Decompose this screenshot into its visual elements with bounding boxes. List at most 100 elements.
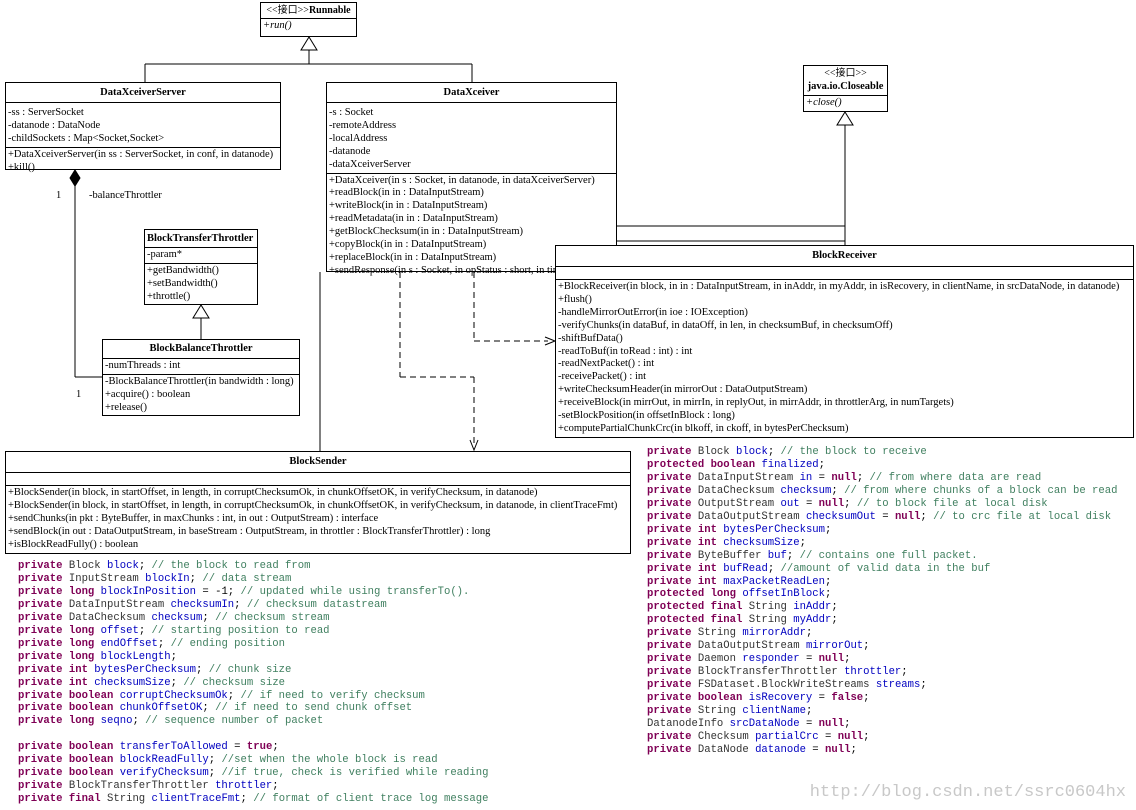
- code-token: ;: [170, 676, 184, 689]
- code-token: InputStream: [68, 572, 146, 585]
- code-token: ;: [805, 627, 813, 640]
- code-token: ;: [138, 624, 152, 637]
- code-token: ;: [920, 679, 927, 692]
- code-token: private long: [18, 585, 101, 598]
- code-token: myAddr: [793, 614, 832, 627]
- code-token: Block: [697, 446, 737, 458]
- code-token: ;: [202, 702, 216, 715]
- code-token: bufRead: [723, 562, 768, 575]
- code-line: private DataChecksum checksum; // checks…: [18, 612, 489, 625]
- code-line: private boolean chunkOffsetOK; // if nee…: [18, 702, 489, 715]
- receiver-method: +receiveBlock(in mirrOut, in mirrIn, in …: [558, 397, 954, 409]
- balance-method: +acquire() : boolean: [105, 388, 191, 400]
- sender-method: +sendBlock(in out : DataOutputStream, in…: [8, 525, 491, 537]
- code-token: bytesPerChecksum: [94, 663, 197, 676]
- code-line: private int maxPacketReadLen;: [647, 576, 1117, 589]
- blocktransferthrottler-class: BlockTransferThrottler -param* +getBandw…: [144, 229, 258, 305]
- code-line: private long endOffset; // ending positi…: [18, 638, 489, 651]
- server-method: +kill(): [8, 161, 35, 173]
- code-token: null: [818, 718, 845, 731]
- code-token: Daemon: [697, 653, 743, 666]
- receiver-name: BlockReceiver: [812, 250, 877, 261]
- code-token: blockInPosition: [100, 585, 197, 598]
- code-token: ;: [844, 718, 851, 731]
- code-token: ;: [825, 588, 832, 601]
- balance-attr: -numThreads : int: [105, 360, 181, 371]
- watermark: http://blog.csdn.net/ssrc0604hx: [809, 783, 1126, 802]
- code-token: ;: [272, 741, 279, 754]
- code-token: ;: [799, 536, 806, 549]
- code-line: DatanodeInfo srcDataNode = null;: [647, 718, 1117, 731]
- xceiver-method: +copyBlock(in in : DataInputStream): [329, 239, 487, 251]
- code-token: DataNode: [697, 743, 756, 756]
- code-token: checksumIn: [170, 598, 235, 611]
- throttler-method: +getBandwidth(): [147, 264, 219, 276]
- code-token: throttler: [215, 780, 273, 793]
- code-line: private DataNode datanode = null;: [647, 744, 1117, 757]
- code-token: private long: [18, 637, 101, 650]
- code-line: protected long offsetInBlock;: [647, 588, 1117, 601]
- code-token: ;: [850, 743, 857, 756]
- server-name: DataXceiverServer: [100, 87, 186, 98]
- code-token: ;: [844, 497, 857, 510]
- xceiver-method: +readMetadata(in in : DataInputStream): [329, 213, 498, 225]
- receiver-method: -verifyChunks(in dataBuf, in dataOff, in…: [558, 319, 893, 331]
- code-token: String: [107, 793, 152, 806]
- code-token: private: [647, 446, 698, 458]
- code-token: // ending position: [170, 637, 286, 650]
- code-token: Block: [68, 560, 108, 572]
- xceiver-attr: -datanode: [329, 145, 371, 157]
- xceiver-method: +getBlockChecksum(in in : DataInputStrea…: [329, 226, 524, 238]
- code-token: private boolean: [647, 692, 749, 705]
- code-token: private boolean: [18, 702, 120, 715]
- code-token: null: [831, 471, 857, 484]
- code-token: // the block to read from: [151, 560, 311, 572]
- sender-method: +isBlockReadFully() : boolean: [8, 538, 139, 550]
- code-line: private InputStream blockIn; // data str…: [18, 573, 489, 586]
- runnable-method: +run(): [263, 20, 292, 31]
- code-token: // sequence number of packet: [145, 715, 324, 728]
- code-line: protected final String inAddr;: [647, 601, 1117, 614]
- code-token: // the block to receive: [780, 446, 927, 458]
- code-line: private int bytesPerChecksum; // chunk s…: [18, 664, 489, 677]
- code-line: private DataChecksum checksum; // from w…: [647, 485, 1117, 498]
- dep-arrow-sender: [469, 439, 479, 452]
- runnable-title: <<接口>>Runnable: [261, 3, 356, 18]
- code-token: isRecovery: [748, 692, 813, 705]
- code-token: checksum: [151, 611, 203, 624]
- code-token: private: [647, 653, 698, 666]
- code-token: private: [647, 679, 698, 692]
- code-token: private long: [18, 650, 101, 663]
- code-token: ;: [227, 689, 241, 702]
- code-token: null: [818, 497, 845, 510]
- code-line: private DataOutputStream mirrorOut;: [647, 640, 1117, 653]
- code-token: ;: [170, 650, 177, 663]
- sender-name: BlockSender: [289, 456, 347, 467]
- code-token: =: [812, 692, 832, 705]
- code-token: private int: [647, 562, 724, 575]
- balance-name: BlockBalanceThrottler: [149, 343, 253, 354]
- code-line: private DataOutputStream checksumOut = n…: [647, 511, 1117, 524]
- code-token: ;: [844, 653, 851, 666]
- blockreceiver-fields-code: private Block block; // the block to rec…: [647, 446, 1117, 757]
- code-token: private: [18, 572, 69, 585]
- receiver-method: -receivePacket() : int: [558, 371, 647, 383]
- receiver-method: +computePartialChunkCrc(in blkoff, in ck…: [558, 422, 849, 434]
- code-token: private int: [647, 575, 724, 588]
- code-token: // updated while using transferTo().: [240, 585, 470, 598]
- code-token: throttler: [844, 666, 902, 679]
- code-token: // data stream: [202, 572, 292, 585]
- code-line: private boolean isRecovery = false;: [647, 692, 1117, 705]
- code-line: [18, 728, 489, 741]
- runnable-gen-arrow: [300, 36, 318, 51]
- sender-method: +BlockSender(in block, in startOffset, i…: [8, 487, 538, 498]
- code-token: block: [107, 560, 139, 572]
- code-line: private Daemon responder = null;: [647, 653, 1117, 666]
- code-line: private boolean blockReadFully; //set wh…: [18, 754, 489, 767]
- code-token: private boolean: [18, 754, 120, 767]
- code-token: ;: [805, 705, 813, 718]
- code-token: // chunk size: [208, 663, 292, 676]
- code-token: maxPacketReadLen: [723, 575, 826, 588]
- blockreceiver-class: BlockReceiver +BlockReceiver(in block, i…: [555, 245, 1134, 438]
- code-line: private long seqno; // sequence number o…: [18, 715, 489, 728]
